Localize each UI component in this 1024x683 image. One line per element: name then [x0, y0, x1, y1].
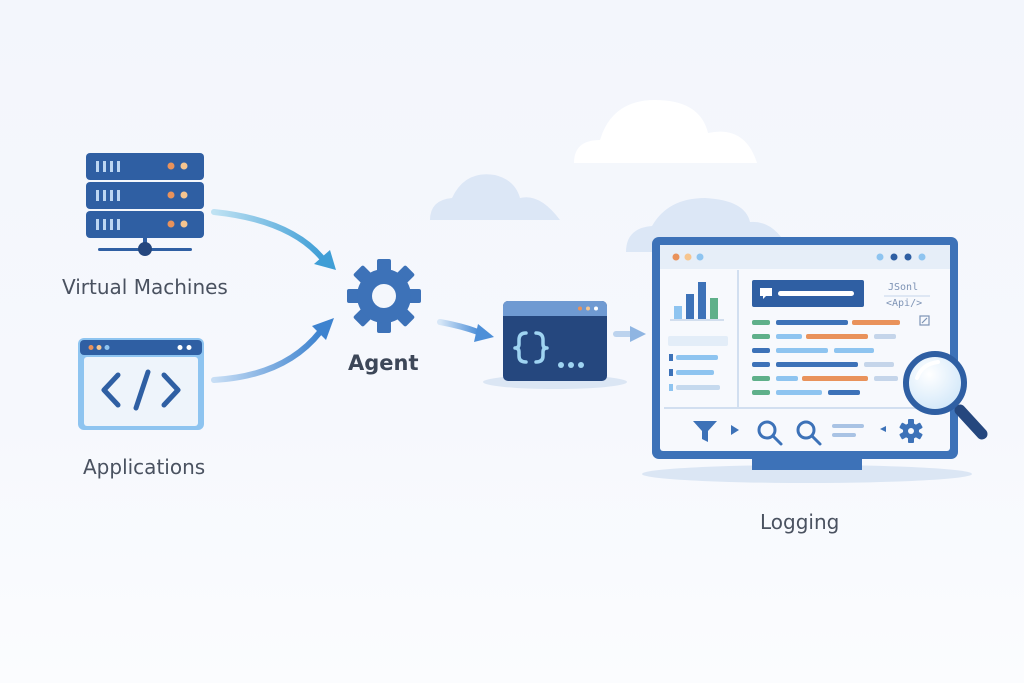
- dashboard-toolbar: [693, 419, 923, 446]
- search-icon: [757, 420, 783, 446]
- arrow-vm-to-agent: [211, 209, 336, 270]
- expand-icon: [919, 315, 930, 326]
- search-icon: [796, 420, 822, 446]
- server-rack-icon: [86, 153, 204, 256]
- dashboard-search-bar: [752, 280, 864, 307]
- gear-icon: [899, 419, 923, 443]
- log-rows: [752, 320, 900, 395]
- mini-list: [668, 336, 728, 391]
- cloud-shape: [574, 100, 757, 163]
- magnifier-icon: [903, 351, 988, 440]
- play-icon: [731, 425, 739, 435]
- gear-icon: [347, 259, 421, 333]
- json-label: JSonl: [888, 282, 918, 293]
- virtual-machines-label: Virtual Machines: [62, 275, 228, 299]
- arrow-app-to-agent: [211, 318, 334, 383]
- arrow-collector-to-dashboard: [613, 326, 646, 342]
- filter-icon: [693, 421, 717, 442]
- logging-label: Logging: [760, 510, 840, 534]
- monitor-dashboard-icon: JSonl <Api/>: [642, 237, 972, 483]
- api-label: <Api/>: [886, 298, 922, 309]
- code-window-icon: [78, 338, 204, 430]
- cloud-shape: [430, 174, 560, 220]
- agent-label: Agent: [348, 351, 419, 375]
- applications-label: Applications: [83, 455, 206, 479]
- json-braces-icon: [483, 301, 627, 389]
- arrow-agent-to-collector: [437, 319, 494, 342]
- mini-bar-chart: [670, 282, 724, 321]
